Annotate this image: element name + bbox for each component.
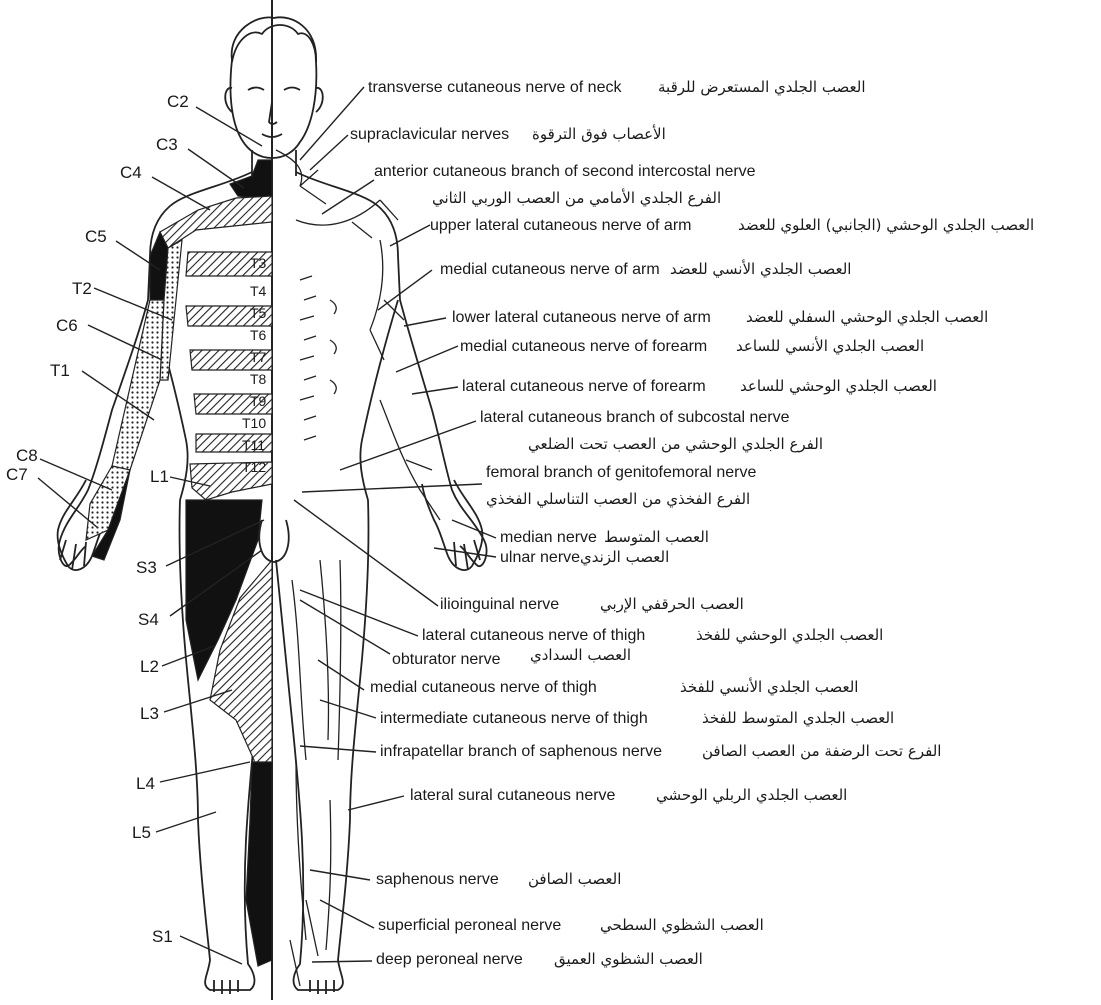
nerve-labels: transverse cutaneous nerve of neck العصب… [350, 78, 1034, 969]
nerve-label-lateral-sural: lateral sural cutaneous nerve [410, 787, 616, 804]
nerve-label-median: median nerve [500, 529, 597, 546]
nerve-label-medial-arm: medial cutaneous nerve of arm [440, 261, 660, 278]
hair-outline [232, 25, 316, 62]
nerve-label-ilioinguinal-ar: العصب الحرقفي الإربي [600, 595, 744, 614]
label-t4: T4 [250, 283, 267, 299]
label-l3: L3 [140, 704, 159, 723]
nerve-label-saphenous-ar: العصب الصافن [528, 870, 621, 888]
label-t1: T1 [50, 361, 70, 380]
nerve-label-subcostal-ar: الفرع الجلدي الوحشي من العصب تحت الضلعي [528, 435, 823, 454]
region-c4 [160, 196, 272, 248]
label-t9: T9 [250, 393, 267, 409]
nerve-label-lateral-forearm-ar: العصب الجلدي الوحشي للساعد [740, 377, 937, 396]
nerve-label-upper-lateral-arm-ar: العصب الجلدي الوحشي (الجانبي) العلوي للع… [738, 216, 1034, 235]
nerve-label-lateral-thigh: lateral cutaneous nerve of thigh [422, 627, 645, 644]
nerve-label-lateral-forearm: lateral cutaneous nerve of forearm [462, 378, 706, 395]
label-t3: T3 [250, 255, 267, 271]
nerve-label-infrapatellar-ar: الفرع تحت الرضفة من العصب الصافن [702, 742, 941, 760]
label-c3: C3 [156, 135, 178, 154]
nerve-label-intermediate-thigh-ar: العصب الجلدي المتوسط للفخذ [702, 709, 894, 728]
label-l4: L4 [136, 774, 155, 793]
label-t11: T11 [242, 437, 265, 453]
nerve-label-deep-peroneal-ar: العصب الشظوي العميق [554, 950, 703, 969]
nerve-label-transverse-neck-ar: العصب الجلدي المستعرض للرقبة [658, 78, 866, 97]
nerve-label-lower-lateral-arm-ar: العصب الجلدي الوحشي السفلي للعضد [746, 308, 988, 327]
nerve-label-supraclavicular: supraclavicular nerves [350, 126, 509, 143]
nerve-label-medial-thigh: medial cutaneous nerve of thigh [370, 679, 597, 696]
label-l2: L2 [140, 657, 159, 676]
nerve-label-medial-arm-ar: العصب الجلدي الأنسي للعضد [670, 259, 851, 279]
label-t10: T10 [242, 415, 266, 431]
label-c8: C8 [16, 446, 38, 465]
nerve-label-genitofemoral: femoral branch of genitofemoral nerve [486, 464, 756, 481]
nerve-label-deep-peroneal: deep peroneal nerve [376, 951, 523, 968]
label-l1: L1 [150, 467, 169, 486]
label-c7: C7 [6, 465, 28, 484]
right-ear [316, 88, 323, 112]
label-c5: C5 [85, 227, 107, 246]
right-leg [276, 500, 369, 990]
right-hand [422, 480, 482, 570]
nerve-label-medial-forearm: medial cutaneous nerve of forearm [460, 338, 707, 355]
label-s4: S4 [138, 610, 159, 629]
nerve-label-lateral-sural-ar: العصب الجلدي الربلي الوحشي [656, 786, 847, 805]
nerve-label-subcostal: lateral cutaneous branch of subcostal ne… [480, 409, 790, 426]
nerve-label-transverse-neck: transverse cutaneous nerve of neck [368, 79, 622, 96]
label-t5: T5 [250, 305, 267, 321]
nerve-label-ulnar-ar: العصب الزندي [580, 548, 669, 567]
label-t12: T12 [242, 459, 266, 475]
nerve-label-median-ar: العصب المتوسط [604, 528, 709, 546]
nerve-label-saphenous: saphenous nerve [376, 871, 499, 888]
nerve-label-obturator-ar: العصب السدادي [530, 646, 631, 665]
label-t7: T7 [250, 349, 267, 365]
nerve-label-intermediate-thigh: intermediate cutaneous nerve of thigh [380, 710, 648, 727]
nerve-label-genitofemoral-ar: الفرع الفخذي من العصب التناسلي الفخذي [486, 490, 750, 509]
label-t6: T6 [250, 327, 267, 343]
nerve-label-upper-lateral-arm: upper lateral cutaneous nerve of arm [430, 217, 691, 234]
label-l5: L5 [132, 823, 151, 842]
nerve-label-second-intercostal: anterior cutaneous branch of second inte… [374, 163, 756, 180]
nerve-label-second-intercostal-ar: الفرع الجلدي الأمامي من العصب الوربي الث… [432, 188, 721, 208]
nerve-label-medial-forearm-ar: العصب الجلدي الأنسي للساعد [736, 336, 924, 356]
nerve-label-lateral-thigh-ar: العصب الجلدي الوحشي للفخذ [696, 626, 883, 645]
nerve-label-superficial-peroneal: superficial peroneal nerve [378, 917, 561, 934]
nerve-label-infrapatellar: infrapatellar branch of saphenous nerve [380, 743, 662, 760]
nerve-branches [276, 150, 440, 986]
nerve-label-medial-thigh-ar: العصب الجلدي الأنسي للفخذ [680, 677, 858, 697]
nerve-label-superficial-peroneal-ar: العصب الشظوي السطحي [600, 916, 764, 935]
nerve-label-supraclavicular-ar: الأعصاب فوق الترقوة [532, 124, 666, 143]
label-c6: C6 [56, 316, 78, 335]
nerve-label-ulnar: ulnar nerve [500, 549, 580, 566]
label-t2: T2 [72, 279, 92, 298]
label-t8: T8 [250, 371, 267, 387]
label-c2: C2 [167, 92, 189, 111]
nerve-label-ilioinguinal: ilioinguinal nerve [440, 596, 559, 613]
label-s1: S1 [152, 927, 173, 946]
label-c4: C4 [120, 163, 142, 182]
label-s3: S3 [136, 558, 157, 577]
region-c3 [230, 160, 272, 200]
nerve-label-obturator: obturator nerve [392, 651, 501, 668]
nerve-label-lower-lateral-arm: lower lateral cutaneous nerve of arm [452, 309, 711, 326]
